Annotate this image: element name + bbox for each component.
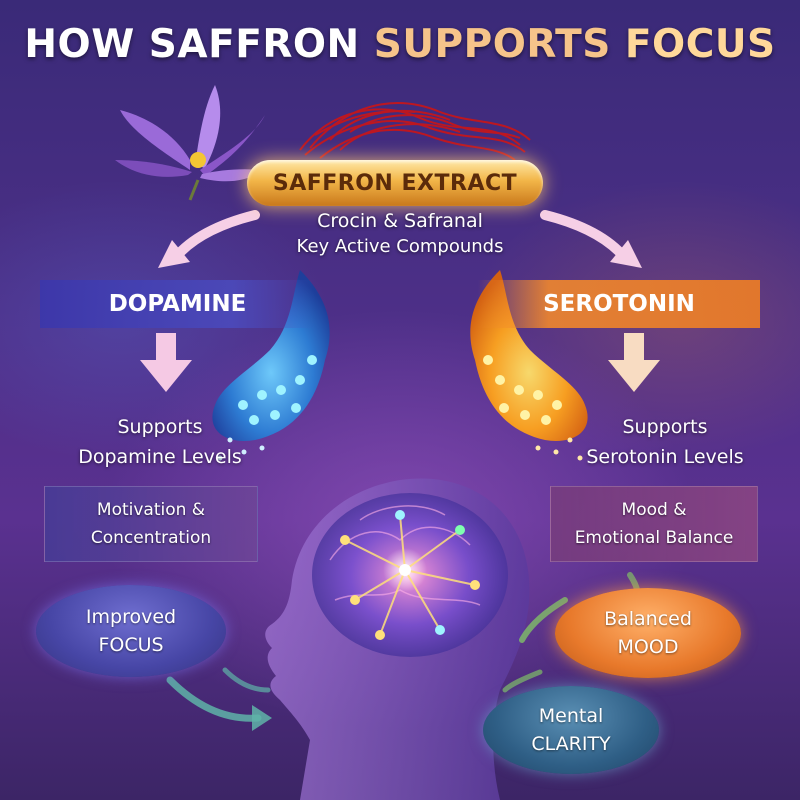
title-part-2: SUPPORTS (373, 22, 611, 67)
mental-clarity-oval: Mental CLARITY (483, 686, 659, 774)
dopamine-benefit-line-2: Concentration (90, 528, 212, 548)
title-part-1: HOW SAFFRON (24, 22, 360, 67)
brain-icon (312, 493, 508, 657)
saffron-threads-icon (299, 102, 531, 161)
arrow-down-left-icon (140, 333, 192, 392)
balanced-mood-oval: Balanced MOOD (555, 588, 741, 678)
clarity-line-1: Mental (538, 705, 604, 727)
dopamine-effect-line-1: Supports (117, 416, 203, 438)
mood-line-2: MOOD (617, 636, 679, 658)
page-title: HOW SAFFRON SUPPORTS FOCUS (0, 22, 800, 67)
serotonin-benefit-line-2: Emotional Balance (574, 528, 734, 548)
dopamine-band: DOPAMINE (40, 280, 315, 328)
dopamine-benefit-line-1: Motivation & (96, 500, 206, 520)
focus-line-2: FOCUS (98, 634, 164, 656)
dopamine-effect: Supports Dopamine Levels (50, 412, 270, 472)
source-compounds: Crocin & Safranal (317, 210, 483, 232)
serotonin-band: SEROTONIN (478, 280, 760, 328)
serotonin-effect-line-2: Serotonin Levels (586, 446, 744, 468)
clarity-line-2: CLARITY (531, 733, 611, 755)
source-description: Key Active Compounds (296, 236, 504, 257)
arrow-to-serotonin-icon (540, 210, 642, 268)
serotonin-effect: Supports Serotonin Levels (560, 412, 770, 472)
arrow-down-right-icon (608, 333, 660, 392)
serotonin-benefit-box: Mood & Emotional Balance (550, 486, 758, 562)
arrow-to-dopamine-icon (158, 210, 260, 268)
focus-line-1: Improved (85, 606, 177, 628)
crocus-flower-icon (115, 85, 265, 201)
dopamine-effect-line-2: Dopamine Levels (78, 446, 242, 468)
dopamine-benefit-box: Motivation & Concentration (44, 486, 258, 562)
arrow-focus-to-head-icon (166, 667, 272, 731)
title-part-3: FOCUS (624, 22, 776, 67)
serotonin-benefit-line-1: Mood & (621, 500, 687, 520)
improved-focus-oval: Improved FOCUS (36, 585, 226, 677)
saffron-extract-pill: SAFFRON EXTRACT (247, 160, 543, 206)
mood-line-1: Balanced (604, 608, 692, 630)
serotonin-effect-line-1: Supports (622, 416, 708, 438)
